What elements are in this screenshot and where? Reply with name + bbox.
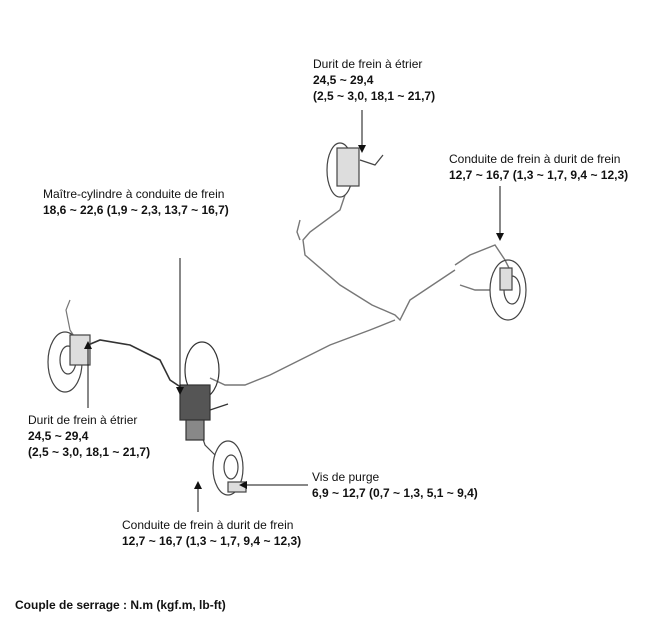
callout-front-caliper-hose: Durit de frein à étrier 24,5 ~ 29,4 (2,5… [28,412,150,460]
front-left-brake-line [87,339,183,389]
brake-lines [209,194,511,386]
callout-rear-line-to-hose: Conduite de frein à durit de frein 12,7 … [449,151,628,183]
callout-value: 24,5 ~ 29,4 [28,429,89,443]
wheel-front-left [47,331,91,393]
callout-value: 6,9 ~ 12,7 (0,7 ~ 1,3, 5,1 ~ 9,4) [312,486,478,500]
callout-title: Vis de purge [312,470,380,484]
callout-value: 18,6 ~ 22,6 (1,9 ~ 2,3, 13,7 ~ 16,7) [43,203,229,217]
callout-title: Conduite de frein à durit de frein [122,518,294,532]
master-cylinder [179,341,229,441]
wheel-rear-right [489,259,527,321]
callout-front-line-to-hose: Conduite de frein à durit de frein 12,7 … [122,517,301,549]
callout-leaders [84,110,504,512]
callout-title: Maître-cylindre à conduite de frein [43,187,225,201]
callout-value-secondary: (2,5 ~ 3,0, 18,1 ~ 21,7) [313,89,436,103]
callout-value-secondary: (2,5 ~ 3,0, 18,1 ~ 21,7) [28,445,151,459]
wheel-front-right [199,429,247,496]
callout-value: 12,7 ~ 16,7 (1,3 ~ 1,7, 9,4 ~ 12,3) [122,534,302,548]
torque-units-note: Couple de serrage : N.m (kgf.m, lb-ft) [15,598,226,612]
callout-title: Durit de frein à étrier [28,413,138,427]
callout-title: Durit de frein à étrier [313,57,423,71]
callout-master-cylinder: Maître-cylindre à conduite de frein 18,6… [43,186,229,218]
callout-value: 24,5 ~ 29,4 [313,73,374,87]
wheel-rear-top [326,142,384,198]
callout-title: Conduite de frein à durit de frein [449,152,621,166]
callout-value: 12,7 ~ 16,7 (1,3 ~ 1,7, 9,4 ~ 12,3) [449,168,629,182]
callout-bleeder-screw: Vis de purge 6,9 ~ 12,7 (0,7 ~ 1,3, 5,1 … [312,469,478,501]
callout-rear-caliper-hose: Durit de frein à étrier 24,5 ~ 29,4 (2,5… [313,56,435,104]
